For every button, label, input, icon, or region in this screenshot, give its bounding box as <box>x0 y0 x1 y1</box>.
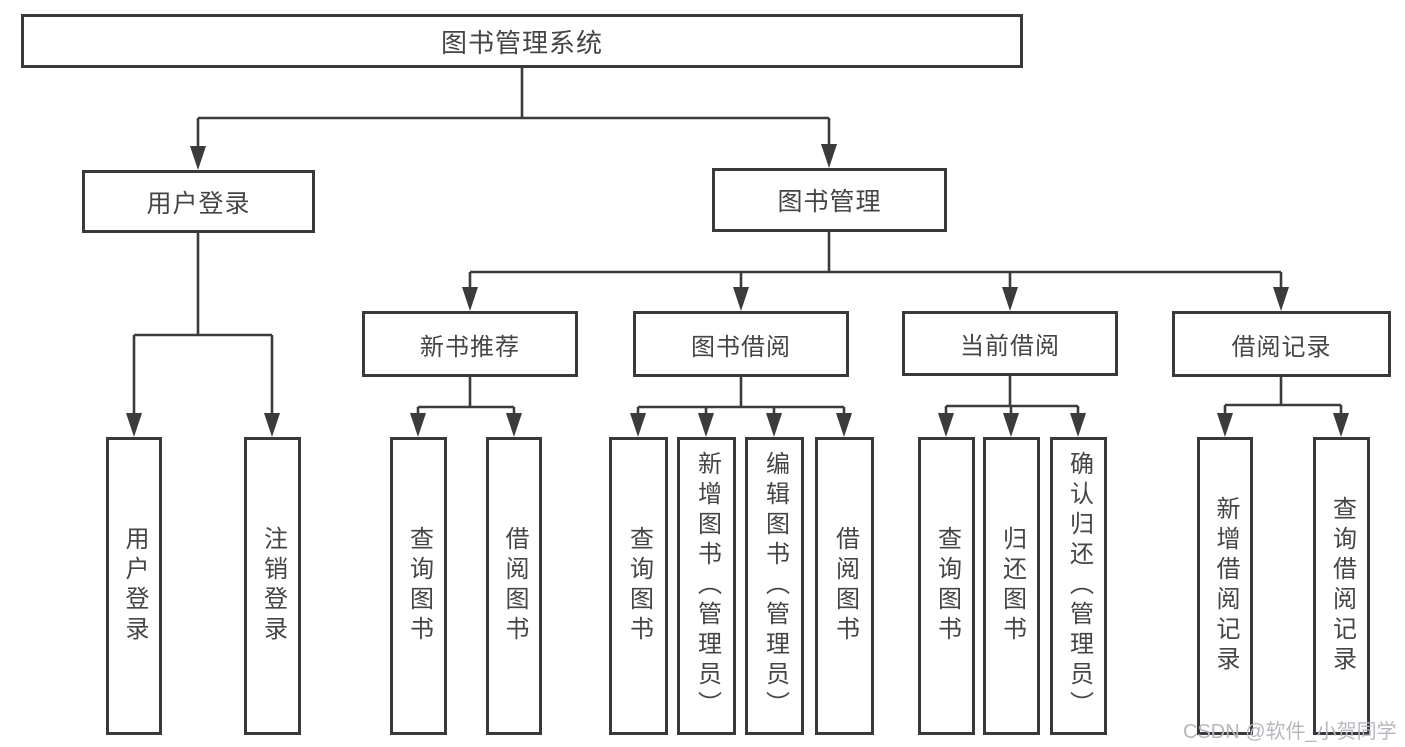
connector-root-fork <box>196 68 831 148</box>
arrowhead <box>1003 413 1019 437</box>
leaf-new-book-query-books: 查询图书 <box>390 437 447 735</box>
arrowhead <box>836 413 852 437</box>
leaf-borrow-add-book-admin: 新增图书（管理员） <box>677 437 736 735</box>
leaf-label: 查询借阅记录 <box>1328 496 1356 676</box>
node-new-book-recommend: 新书推荐 <box>362 311 578 377</box>
leaf-label: 查询图书 <box>933 526 961 646</box>
arrowhead <box>821 144 837 168</box>
leaf-logout: 注销登录 <box>244 437 301 735</box>
arrowheads <box>126 144 1349 437</box>
arrowhead <box>264 413 280 437</box>
node-book-management-system: 图书管理系统 <box>21 14 1023 68</box>
arrowhead <box>506 413 522 437</box>
leaf-label: 新增图书（管理员） <box>693 451 721 721</box>
node-book-management: 图书管理 <box>712 168 947 232</box>
arrowhead <box>1217 413 1233 437</box>
node-user-login: 用户登录 <box>82 170 315 233</box>
watermark: CSDN @软件_小贺同学 <box>1183 721 1397 743</box>
arrowhead <box>126 413 142 437</box>
arrowhead <box>190 146 206 170</box>
leaf-label: 用户登录 <box>121 526 148 646</box>
leaf-label: 编辑图书（管理员） <box>761 451 789 721</box>
arrowhead <box>1333 413 1349 437</box>
connector-book-management-fork <box>468 232 1283 289</box>
leaf-current-query-books: 查询图书 <box>918 437 975 735</box>
leaf-label: 借阅图书 <box>831 526 859 646</box>
arrowhead <box>410 413 426 437</box>
arrowhead <box>733 287 749 311</box>
connector-user-login-fork <box>132 233 274 415</box>
leaf-borrow-borrow-books: 借阅图书 <box>815 437 874 735</box>
leaf-current-confirm-return-admin: 确认归还（管理员） <box>1050 437 1107 735</box>
node-label: 当前借阅 <box>960 333 1060 360</box>
arrowhead <box>630 413 646 437</box>
node-book-borrowing: 图书借阅 <box>633 311 849 377</box>
leaf-label: 查询图书 <box>625 526 653 646</box>
leaf-borrow-edit-book-admin: 编辑图书（管理员） <box>745 437 804 735</box>
node-borrowing-records: 借阅记录 <box>1172 311 1391 377</box>
leaf-label: 注销登录 <box>259 526 287 646</box>
leaf-label: 新增借阅记录 <box>1212 496 1239 676</box>
arrowhead <box>1070 413 1086 437</box>
arrowhead <box>1273 287 1289 311</box>
leaf-borrow-query-books: 查询图书 <box>609 437 668 735</box>
leaf-new-book-borrow-books: 借阅图书 <box>486 437 542 735</box>
node-label: 借阅记录 <box>1231 333 1332 361</box>
arrowhead <box>938 413 954 437</box>
leaf-label: 归还图书 <box>998 526 1026 646</box>
node-label: 用户登录 <box>146 189 251 218</box>
arrowhead <box>698 413 714 437</box>
connector-current-borrow-fork <box>944 376 1080 415</box>
leaf-user-login: 用户登录 <box>106 437 162 735</box>
leaf-current-return-books: 归还图书 <box>983 437 1040 735</box>
connector-borrow-records-fork <box>1223 377 1343 415</box>
node-label: 图书管理系统 <box>440 27 603 58</box>
leaf-label: 借阅图书 <box>501 526 528 646</box>
leaf-label: 查询图书 <box>405 526 433 646</box>
node-label: 图书借阅 <box>691 333 791 361</box>
node-label: 新书推荐 <box>420 333 520 361</box>
arrowhead <box>1002 287 1018 311</box>
node-current-borrowing: 当前借阅 <box>902 311 1118 376</box>
leaf-records-add-record: 新增借阅记录 <box>1197 437 1253 735</box>
node-label: 图书管理 <box>777 188 882 216</box>
connector-new-book-fork <box>416 377 516 415</box>
arrowhead <box>462 287 478 311</box>
leaf-label: 确认归还（管理员） <box>1065 451 1093 721</box>
leaf-records-query-record: 查询借阅记录 <box>1313 437 1370 735</box>
arrowhead <box>766 413 782 437</box>
connector-book-borrow-fork <box>636 377 846 415</box>
